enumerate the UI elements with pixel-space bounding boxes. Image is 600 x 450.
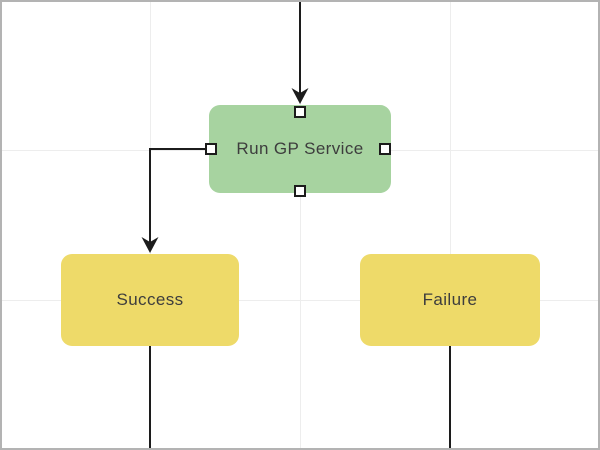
grid-line-vertical [449,0,451,450]
connector-incoming-to-run-gp-service[interactable] [291,0,309,104]
selection-handle-top[interactable] [294,106,306,118]
node-label: Failure [422,290,478,309]
connector-run-gp-service-to-success[interactable] [141,148,213,253]
selection-handle-right[interactable] [379,143,391,155]
node-label: Success [116,290,184,309]
node-label: Run GP Service [236,139,364,158]
grid-line-horizontal [0,299,600,301]
node-failure[interactable]: Failure [360,254,540,346]
grid-line-vertical [299,0,301,450]
node-success[interactable]: Success [61,254,239,346]
selection-handle-bottom[interactable] [294,185,306,197]
selection-handle-left[interactable] [205,143,217,155]
node-run-gp-service[interactable]: Run GP Service [209,105,391,193]
